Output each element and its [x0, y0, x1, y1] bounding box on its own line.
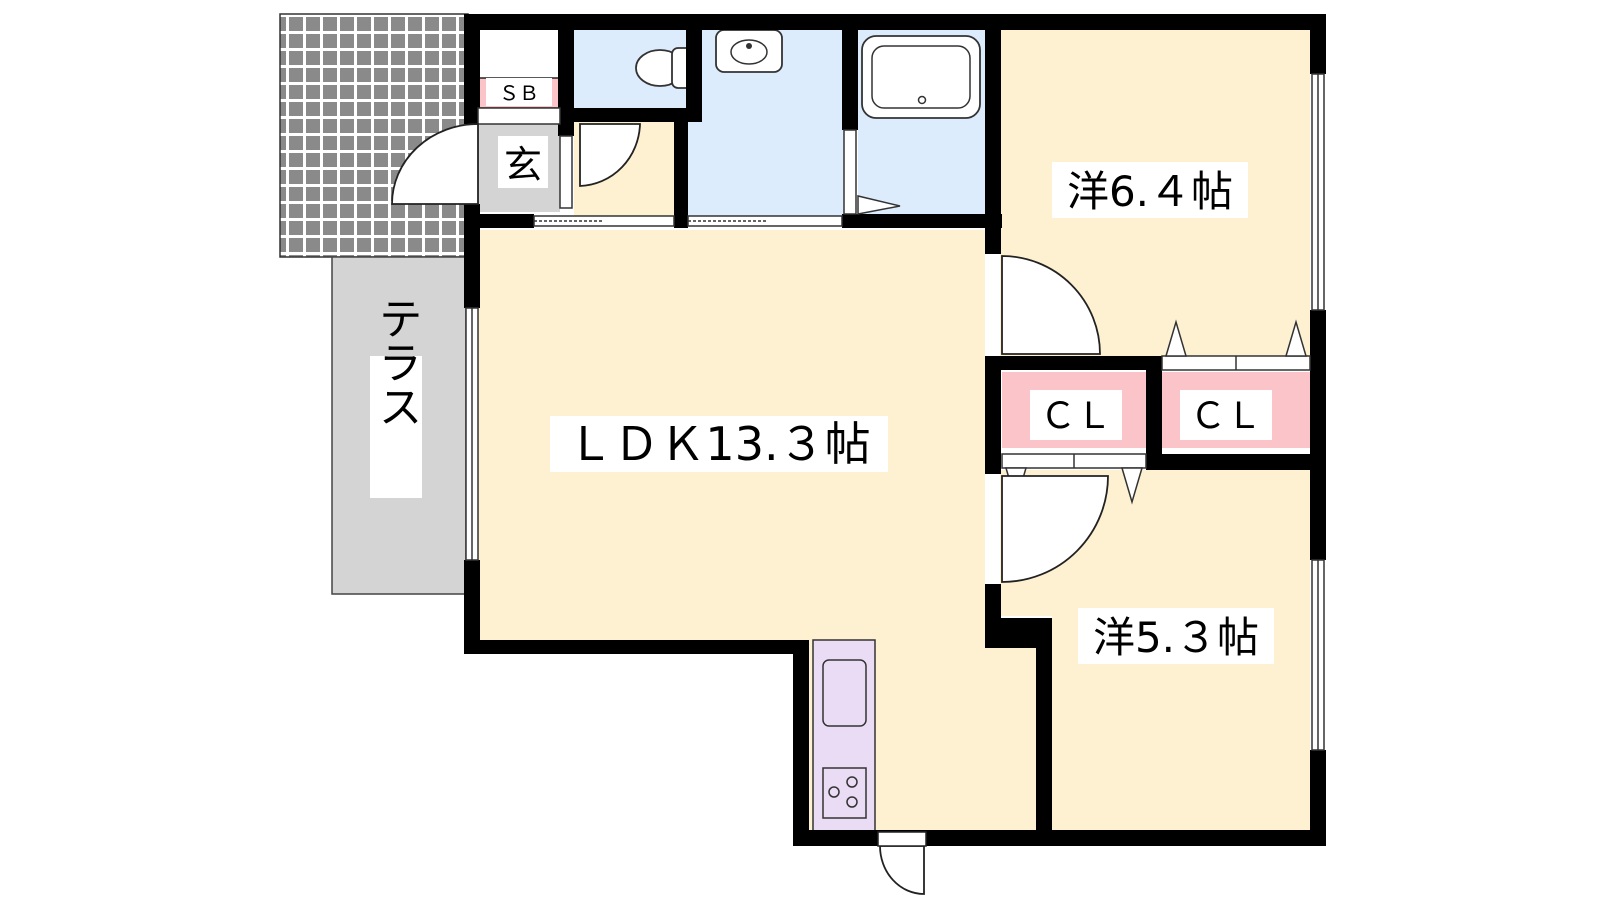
- label-backgrounds: [370, 78, 1274, 664]
- ldk-floor: [476, 230, 1040, 832]
- windows: [465, 73, 1325, 751]
- toilet-icon: [635, 47, 693, 89]
- entrance-label: 玄: [504, 143, 542, 187]
- bathtub-icon: [861, 35, 981, 119]
- closet-1-label: ＣＬ: [1040, 396, 1112, 437]
- ldk-label: ＬＤＫ13.３帖: [567, 417, 870, 471]
- western-1-label: 洋6.４帖: [1067, 167, 1233, 216]
- door-swing-icon: [391, 123, 1109, 895]
- sink-icon: [822, 659, 867, 727]
- stove-icon: [822, 767, 867, 819]
- sliding-doors: [477, 107, 1311, 469]
- washbasin-icon: [715, 29, 783, 73]
- shoe-box-label: ＳＢ: [499, 81, 539, 105]
- terrace-label: テラス: [371, 296, 422, 428]
- western-2-label: 洋5.３帖: [1093, 613, 1259, 662]
- front-step: [877, 831, 927, 847]
- closet-2-label: ＣＬ: [1190, 396, 1262, 437]
- walls: [464, 14, 1326, 846]
